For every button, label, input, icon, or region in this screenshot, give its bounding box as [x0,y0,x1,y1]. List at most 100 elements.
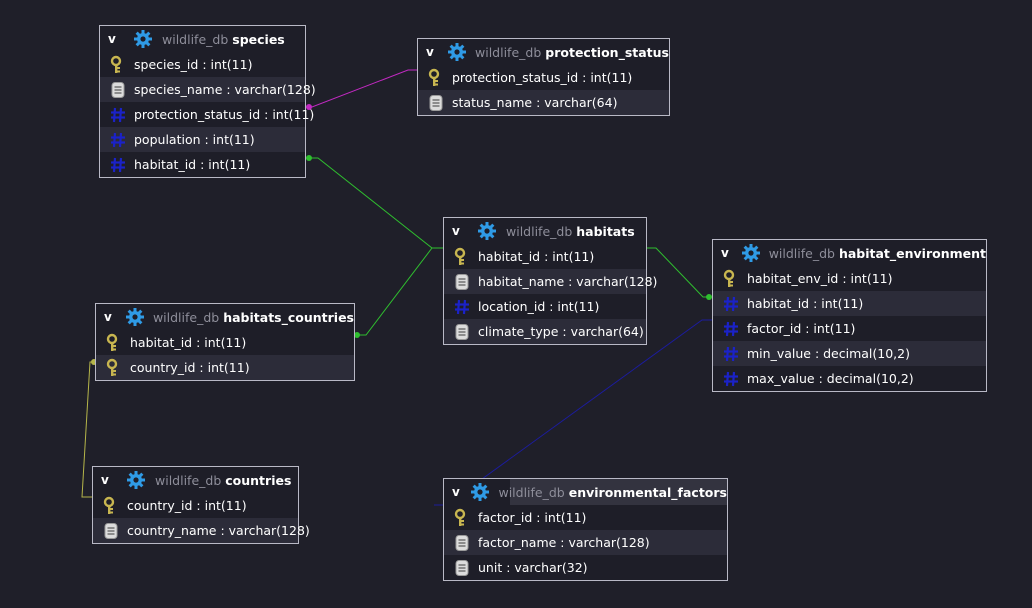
column-label: habitat_name : varchar(128) [478,274,658,289]
gear-icon[interactable] [447,41,467,63]
collapse-toggle[interactable]: v [108,32,116,46]
column-row[interactable]: unit : varchar(32) [444,555,727,580]
table-name: environmental_factors [568,484,727,500]
column-row[interactable]: habitat_id : int(11) [96,330,354,355]
column-row[interactable]: country_id : int(11) [96,355,354,380]
hash-icon [108,155,128,175]
link-end-dot [306,155,312,161]
gear-icon[interactable] [476,220,498,242]
table-name: habitats [576,223,635,239]
column-row[interactable]: population : int(11) [100,127,305,152]
link-species-protection-status [306,69,418,108]
column-label: country_name : varchar(128) [127,523,310,538]
column-label: protection_status_id : int(11) [134,107,315,122]
column-row[interactable]: species_name : varchar(128) [100,77,316,102]
column-row[interactable]: habitat_id : int(11) [713,291,986,316]
collapse-toggle[interactable]: v [101,473,109,487]
column-label: country_id : int(11) [127,498,247,513]
column-row[interactable]: location_id : int(11) [444,294,646,319]
hash-icon [721,319,741,339]
column-row[interactable]: min_value : decimal(10,2) [713,341,986,366]
column-row[interactable]: max_value : decimal(10,2) [713,366,986,391]
table-name: countries [225,472,292,488]
hash-icon [721,294,741,314]
collapse-toggle[interactable]: v [104,310,112,324]
gear-icon[interactable] [132,28,154,50]
gear-icon[interactable] [125,306,145,328]
collapse-toggle[interactable]: v [721,246,729,260]
column-label: min_value : decimal(10,2) [747,346,910,361]
database-name: wildlife_db [162,31,229,47]
database-name: wildlife_db [475,44,542,60]
hash-icon [721,344,741,364]
key-icon [104,358,124,378]
key-icon [452,508,472,528]
hash-icon [108,105,128,125]
column-label: habitat_id : int(11) [478,249,595,264]
key-icon [108,55,128,75]
collapse-toggle[interactable]: v [426,45,434,59]
gear-icon[interactable] [741,242,761,264]
column-row[interactable]: factor_name : varchar(128) [444,530,727,555]
column-label: country_id : int(11) [130,360,250,375]
column-label: species_id : int(11) [134,57,253,72]
table-name: protection_status [545,44,669,60]
link-species-habitats [306,157,444,249]
hash-icon [721,369,741,389]
text-field-icon [452,558,472,578]
column-row[interactable]: factor_id : int(11) [713,316,986,341]
column-label: factor_name : varchar(128) [478,535,650,550]
text-field-icon [452,322,472,342]
column-row[interactable]: habitat_env_id : int(11) [713,266,986,291]
collapse-toggle[interactable]: v [452,224,460,238]
collapse-toggle[interactable]: v [444,485,465,499]
column-row[interactable]: species_id : int(11) [100,52,305,77]
table-name: habitat_environment [838,245,986,261]
link-habitats-habitat-environment [646,247,712,298]
column-row[interactable]: protection_status_id : int(11) [100,102,314,127]
gear-icon[interactable] [125,469,147,491]
column-label: habitat_id : int(11) [130,335,247,350]
text-field-icon [101,521,121,541]
text-field-icon [426,93,446,113]
database-name: wildlife_db [152,309,220,325]
column-row[interactable]: protection_status_id : int(11) [418,65,669,90]
database-name: wildlife_db [506,223,573,239]
column-label: population : int(11) [134,132,255,147]
column-row[interactable]: habitat_id : int(11) [444,244,646,269]
column-label: location_id : int(11) [478,299,600,314]
column-label: protection_status_id : int(11) [452,70,633,85]
column-label: climate_type : varchar(64) [478,324,644,339]
link-habitats-countries-habitats [355,247,444,336]
column-row[interactable]: country_name : varchar(128) [93,518,310,543]
column-row[interactable]: status_name : varchar(64) [418,90,669,115]
column-row[interactable]: climate_type : varchar(64) [444,319,646,344]
column-row[interactable]: country_id : int(11) [93,493,298,518]
column-label: species_name : varchar(128) [134,82,316,97]
hash-icon [108,130,128,150]
column-label: habitat_id : int(11) [747,296,864,311]
gear-icon[interactable] [470,481,490,503]
column-row[interactable]: habitat_id : int(11) [100,152,305,177]
text-field-icon [108,80,128,100]
column-row[interactable]: factor_id : int(11) [444,505,727,530]
key-icon [426,68,446,88]
column-row[interactable]: habitat_name : varchar(128) [444,269,657,294]
database-name: wildlife_db [155,472,222,488]
database-name: wildlife_db [498,484,565,500]
